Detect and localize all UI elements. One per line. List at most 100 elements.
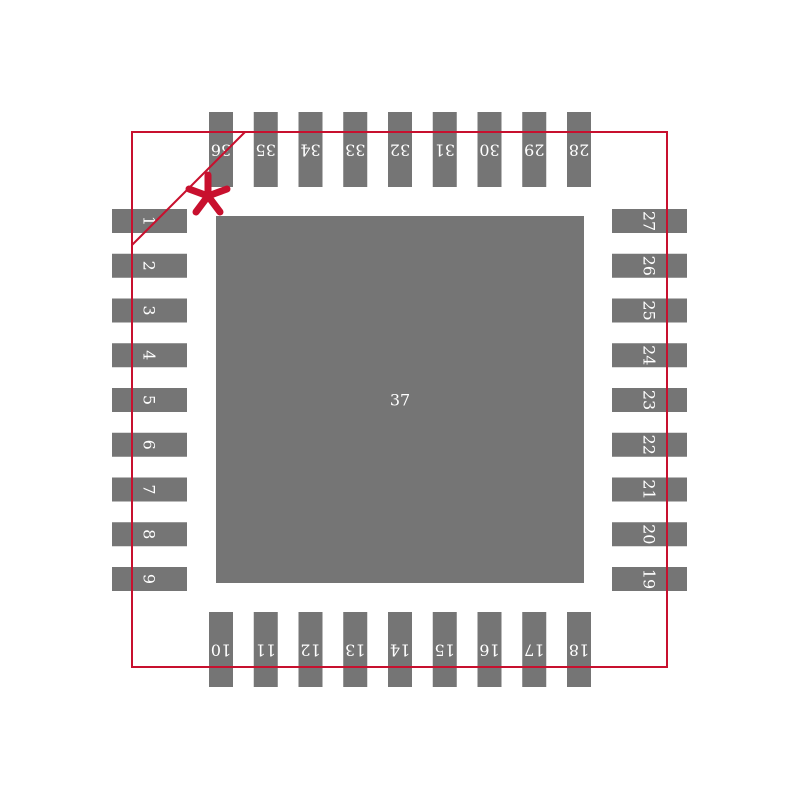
pin-label: 14 [390, 641, 410, 660]
pad-rect [112, 388, 187, 412]
pad-rect [209, 112, 233, 187]
pad-4: 4 [112, 343, 187, 368]
pad-12: 12 [298, 612, 323, 687]
pad-31: 31 [432, 112, 457, 187]
pin-label: 34 [300, 141, 320, 160]
pin-label: 20 [640, 524, 659, 544]
pad-rect [112, 209, 187, 233]
pad-7: 7 [112, 477, 187, 502]
pad-rect [388, 612, 412, 687]
pad-19: 19 [612, 567, 687, 591]
pad-rect [298, 612, 323, 687]
pad-22: 22 [612, 432, 687, 457]
pad-1: 1 [112, 209, 187, 233]
pad-rect [343, 612, 368, 687]
pin-label: 5 [140, 395, 159, 405]
pin-label: 28 [569, 141, 589, 160]
pad-30: 30 [477, 112, 502, 187]
pad-rect [612, 343, 687, 368]
pin-label: 36 [211, 141, 231, 160]
pin-label: 27 [640, 211, 659, 231]
pad-32: 32 [388, 112, 412, 187]
pad-rect [612, 388, 687, 412]
pad-rect [612, 522, 687, 547]
pin-label: 15 [435, 641, 455, 660]
pad-23: 23 [612, 388, 687, 412]
pad-13: 13 [343, 612, 368, 687]
pad-rect [567, 112, 591, 187]
pad-8: 8 [112, 522, 187, 547]
pad-17: 17 [522, 612, 547, 687]
pad-rect [432, 612, 457, 687]
pin-label: 33 [345, 141, 365, 160]
pin-label: 18 [569, 641, 589, 660]
pin-label: 32 [390, 141, 410, 160]
pad-25: 25 [612, 298, 687, 323]
pad-24: 24 [612, 343, 687, 368]
pad-15: 15 [432, 612, 457, 687]
pad-5: 5 [112, 388, 187, 412]
package-outline-rect [131, 131, 668, 668]
pad-16: 16 [477, 612, 502, 687]
pad-rect [112, 567, 187, 591]
pin-label: 30 [479, 141, 499, 160]
pad-rect [612, 209, 687, 233]
pad-rect [253, 112, 278, 187]
pad-rect [567, 612, 591, 687]
pad-rect [612, 432, 687, 457]
pin-label: 31 [435, 141, 455, 160]
pad-rect [112, 253, 187, 278]
pin-label: 21 [640, 479, 659, 499]
pad-20: 20 [612, 522, 687, 547]
pad-rect [112, 343, 187, 368]
pad-rect [343, 112, 368, 187]
exposed-pad: 37 [216, 216, 584, 583]
pad-rect [612, 477, 687, 502]
pad-rect [477, 612, 502, 687]
pad-rect [522, 112, 547, 187]
exposed-pad-label: 37 [390, 391, 410, 410]
pin-label: 9 [140, 574, 159, 584]
pin-label: 25 [640, 300, 659, 320]
pin-label: 8 [140, 529, 159, 539]
pin-label: 26 [640, 256, 659, 276]
pin-label: 2 [140, 261, 159, 271]
pin-label: 29 [524, 141, 544, 160]
pad-26: 26 [612, 253, 687, 278]
pin-label: 10 [211, 641, 231, 660]
pad-9: 9 [112, 567, 187, 591]
pad-rect [388, 112, 412, 187]
pin-label: 13 [345, 641, 365, 660]
pad-rect [112, 477, 187, 502]
pad-rect [112, 522, 187, 547]
pin-label: 3 [140, 305, 159, 315]
exposed-pad-rect [216, 216, 584, 583]
pin-label: 35 [256, 141, 276, 160]
pad-14: 14 [388, 612, 412, 687]
pad-18: 18 [567, 612, 591, 687]
pad-21: 21 [612, 477, 687, 502]
pin-label: 24 [640, 345, 659, 365]
pad-35: 35 [253, 112, 278, 187]
pad-3: 3 [112, 298, 187, 323]
pad-rect [298, 112, 323, 187]
pad-rect [112, 432, 187, 457]
pad-6: 6 [112, 432, 187, 457]
pin-label: 16 [479, 641, 499, 660]
asterisk-icon [185, 171, 231, 216]
pad-28: 28 [567, 112, 591, 187]
pin-label: 11 [256, 641, 276, 660]
pad-36: 36 [209, 112, 233, 187]
pin-label: 6 [140, 440, 159, 450]
pad-10: 10 [209, 612, 233, 687]
pin-label: 7 [140, 484, 159, 494]
pad-33: 33 [343, 112, 368, 187]
pad-rect [477, 112, 502, 187]
pad-rect [112, 298, 187, 323]
pad-rect [209, 612, 233, 687]
pad-34: 34 [298, 112, 323, 187]
pad-rect [612, 567, 687, 591]
pin-label: 22 [640, 435, 659, 455]
